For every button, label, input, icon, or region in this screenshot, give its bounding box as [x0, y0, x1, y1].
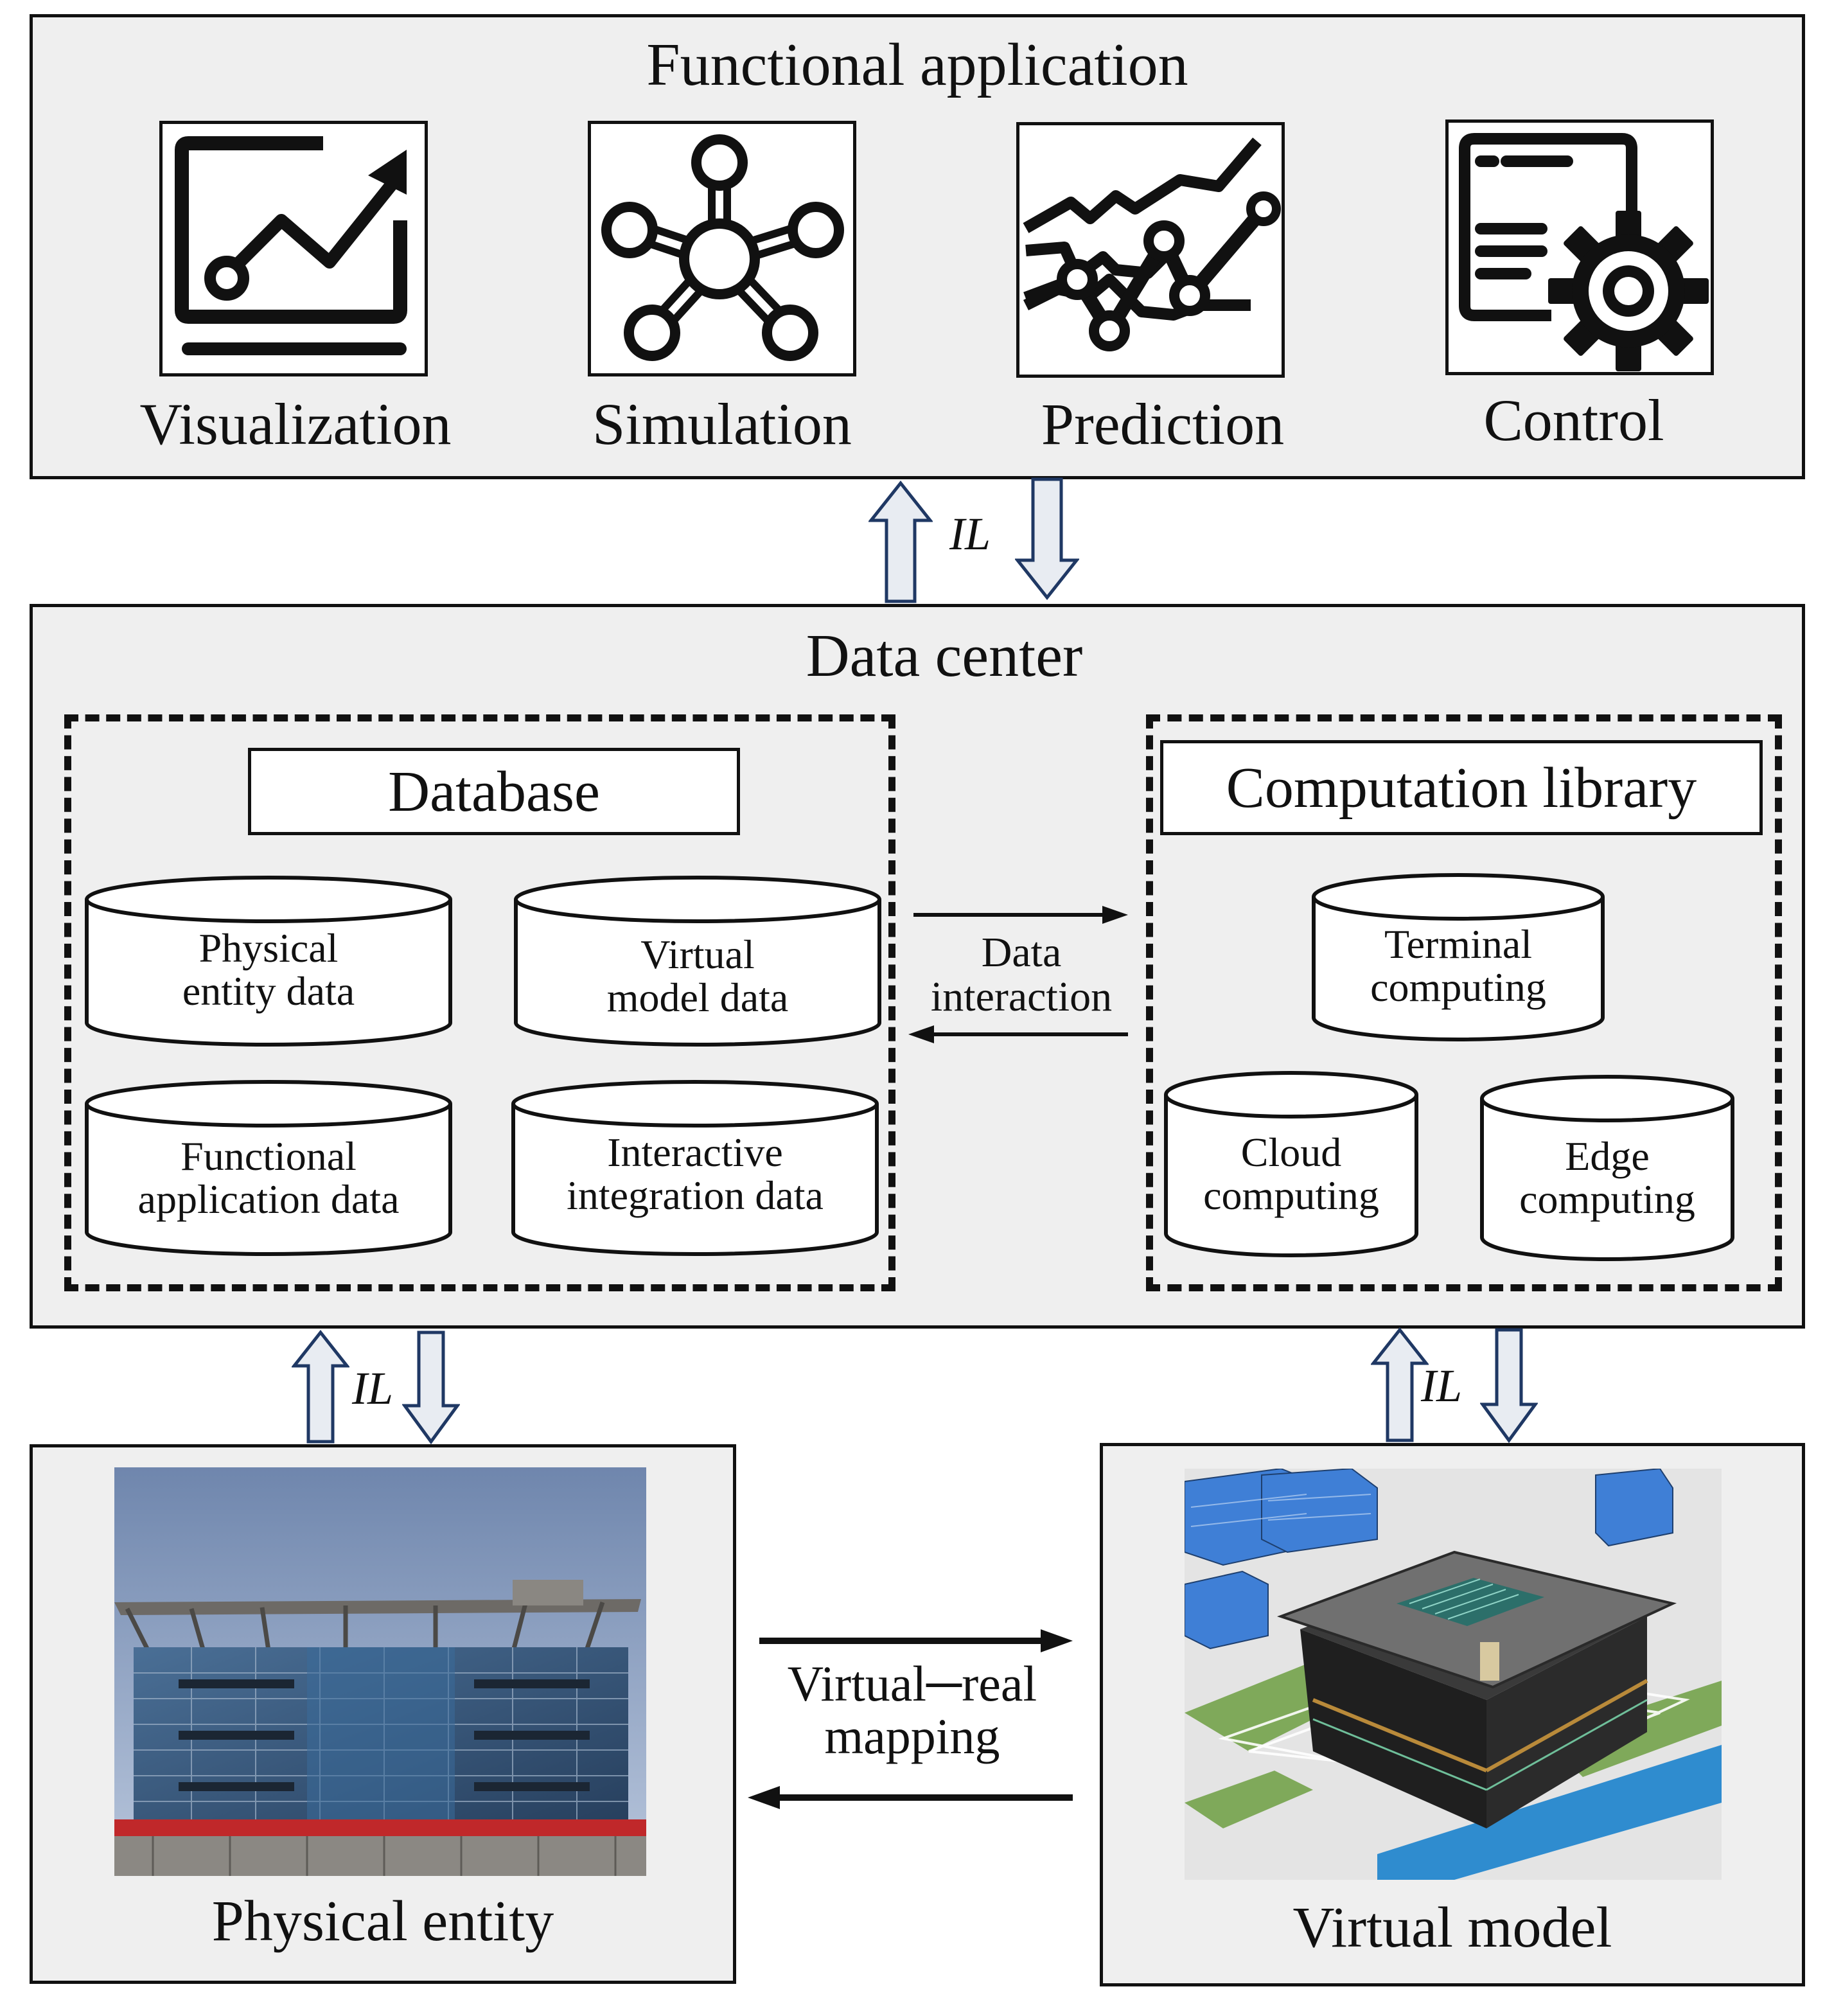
trend-chart-icon — [175, 136, 407, 355]
virtual-model-render — [1185, 1469, 1722, 1880]
il-arrow-down-top — [1015, 477, 1079, 600]
il-label-top: IL — [949, 508, 991, 560]
data-interaction-arrow-right — [913, 906, 1128, 924]
virtual-model-data-line2: model data — [606, 975, 789, 1021]
mapping-arrow-left — [748, 1786, 1073, 1809]
simulation-label: Simulation — [592, 391, 852, 457]
cloud-computing-line1: Cloud — [1240, 1129, 1342, 1175]
database-title: Database — [248, 748, 740, 835]
prediction-icon-box — [1016, 122, 1285, 378]
data-interaction-line2: interaction — [930, 973, 1113, 1021]
physical-building-photo — [114, 1467, 646, 1876]
data-center-title: Data center — [806, 623, 1083, 689]
virtual-model-data-line1: Virtual — [640, 932, 755, 977]
data-interaction-line1: Data — [981, 929, 1062, 976]
physical-entity-data-line1: Physical — [198, 925, 339, 971]
edge-computing-line1: Edge — [1565, 1133, 1650, 1179]
functional-application-title: Functional application — [646, 31, 1188, 98]
data-interaction-arrow-left — [908, 1025, 1128, 1043]
network-node-icon — [601, 134, 844, 361]
terminal-computing-line1: Terminal — [1384, 921, 1533, 967]
computation-library-title: Computation library — [1160, 740, 1763, 835]
visualization-icon-box — [159, 121, 428, 376]
functional-application-data-line2: application data — [137, 1176, 400, 1223]
il-arrow-up-right — [1371, 1327, 1429, 1442]
il-label-left: IL — [352, 1363, 394, 1414]
functional-application-data-line1: Functional — [181, 1133, 357, 1179]
data-interaction-label: Data interaction — [906, 930, 1137, 1020]
physical-entity-data-line2: entity data — [182, 968, 355, 1014]
mapping-label: Virtual─real mapping — [739, 1658, 1086, 1763]
interactive-integration-data-line1: Interactive — [607, 1129, 783, 1175]
simulation-icon-box — [588, 121, 856, 376]
edge-computing-line2: computing — [1519, 1176, 1695, 1223]
mapping-line1: Virtual─real — [787, 1656, 1037, 1711]
virtual-model-title: Virtual model — [1292, 1896, 1612, 1959]
mapping-line2: mapping — [824, 1708, 1000, 1764]
interactive-integration-data-line2: integration data — [567, 1172, 824, 1219]
il-arrow-down-left — [402, 1331, 460, 1444]
il-label-right: IL — [1421, 1360, 1463, 1411]
database-group — [64, 714, 895, 1291]
document-gear-icon — [1459, 133, 1709, 371]
il-arrow-up-top — [868, 481, 933, 603]
prediction-label: Prediction — [1041, 391, 1285, 457]
control-icon-box — [1445, 119, 1714, 375]
physical-entity-title: Physical entity — [211, 1889, 554, 1953]
visualization-label: Visualization — [139, 391, 452, 457]
cloud-computing-line2: computing — [1203, 1172, 1379, 1219]
prediction-lines-icon — [1023, 137, 1281, 351]
computation-library-group — [1146, 714, 1782, 1291]
mapping-arrow-right — [759, 1629, 1073, 1652]
control-label: Control — [1483, 387, 1664, 453]
il-arrow-down-right — [1480, 1328, 1538, 1443]
il-arrow-up-left — [292, 1330, 349, 1444]
terminal-computing-line2: computing — [1370, 964, 1546, 1011]
